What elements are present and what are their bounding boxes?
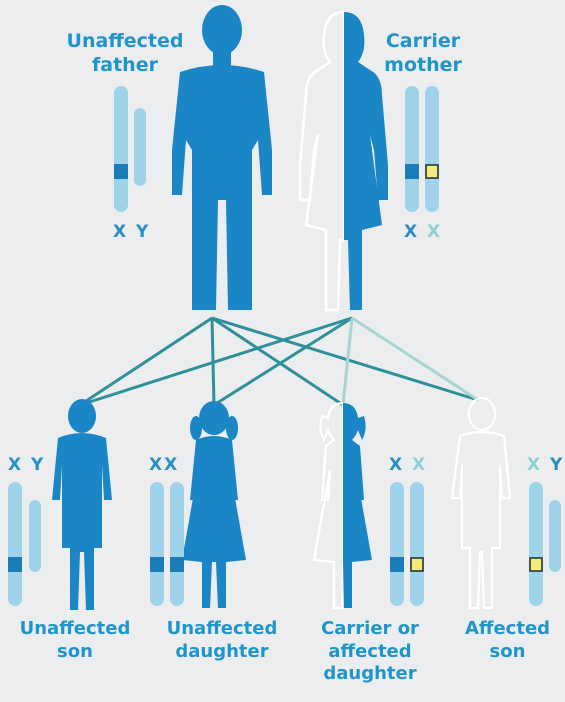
mother-x2-chromosome <box>425 86 439 212</box>
line-mother-to-daughter <box>214 318 352 405</box>
father-x-letter: X <box>113 222 128 242</box>
child-label-line1: Affected <box>450 618 565 641</box>
carrier-daughter-x1-letter: X <box>389 455 404 475</box>
carrier-daughter-figure <box>314 403 372 608</box>
mother-label: Carrier mother <box>368 30 478 78</box>
mother-label-line1: Carrier <box>368 30 478 54</box>
unaffected-daughter-chromosomes <box>150 482 184 606</box>
line-father-to-carrier-daughter <box>212 318 343 405</box>
affected-son-chromosomes <box>529 482 561 606</box>
unaffected-son-figure <box>52 399 112 610</box>
child-label-line1: Unaffected <box>152 618 292 641</box>
father-y-chromosome <box>134 108 146 186</box>
son-chromosome-letters: X Y <box>8 455 45 475</box>
child-label-carrier-daughter: Carrier or affected daughter <box>300 618 440 686</box>
carrier-daughter-chromosome-letters: X X <box>389 455 427 475</box>
father-chromosomes <box>114 86 146 212</box>
inheritance-lines <box>80 318 478 405</box>
child-label-line2: son <box>450 641 565 664</box>
son-x-letter: X <box>8 455 23 475</box>
mother-chromosomes <box>405 86 439 212</box>
mother-x1-chromosome <box>405 86 419 212</box>
child-label-unaffected-son: Unaffected son <box>10 618 140 663</box>
mother-chromosome-letters: X X <box>404 222 442 242</box>
line-mother-to-affected-son <box>352 318 478 400</box>
affected-son-x-letter: X <box>527 455 542 475</box>
unaffected-daughter-figure <box>182 401 246 608</box>
affected-son-chromosome-letters: X Y <box>527 455 564 475</box>
father-chromosome-letters: X Y <box>113 222 150 242</box>
mother-x2-letter: X <box>427 222 442 242</box>
mother-x1-gene <box>405 164 419 179</box>
unaffected-son-chromosomes <box>8 482 41 606</box>
affected-son-y-letter: Y <box>550 455 564 475</box>
child-label-line1: Unaffected <box>10 618 140 641</box>
father-label-line1: Unaffected <box>55 30 195 54</box>
line-father-to-son <box>80 318 212 405</box>
father-x-chromosome <box>114 86 128 212</box>
carrier-daughter-x2-letter: X <box>412 455 427 475</box>
father-x-gene <box>114 164 128 179</box>
father-label: Unaffected father <box>55 30 195 78</box>
child-label-affected-son: Affected son <box>450 618 565 663</box>
daughter-chromosome-letters: XX <box>149 455 179 475</box>
child-label-line1: Carrier or <box>300 618 440 641</box>
mother-label-line2: mother <box>368 54 478 78</box>
child-label-line2: daughter <box>152 641 292 664</box>
father-y-letter: Y <box>136 222 150 242</box>
affected-son-figure <box>452 398 510 608</box>
daughter-x1-letter: X <box>149 455 164 475</box>
child-label-unaffected-daughter: Unaffected daughter <box>152 618 292 663</box>
daughter-x2-letter: X <box>164 455 179 475</box>
carrier-daughter-chromosomes <box>390 482 424 606</box>
father-label-line2: father <box>55 54 195 78</box>
son-y-letter: Y <box>31 455 45 475</box>
mother-x2-gene-altered <box>426 165 438 178</box>
mother-x1-letter: X <box>404 222 419 242</box>
child-label-line3: daughter <box>300 663 440 686</box>
line-mother-to-son <box>80 318 352 405</box>
child-label-line2: son <box>10 641 140 664</box>
child-label-line2: affected <box>300 641 440 664</box>
